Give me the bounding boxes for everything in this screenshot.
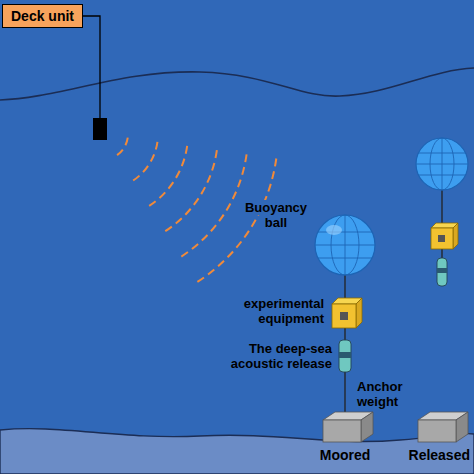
- part-label: The deep-sea acoustic release: [218, 341, 334, 371]
- part-label: Anchor weight: [355, 379, 417, 409]
- sound-wave: [148, 146, 188, 207]
- part-label: experimental equipment: [226, 296, 326, 326]
- seabed: [0, 429, 474, 474]
- sound-wave: [132, 142, 158, 182]
- transducer: [93, 118, 107, 140]
- deck-unit-box: Deck unit: [2, 4, 83, 28]
- sound-wave: [116, 138, 128, 156]
- released-mooring: [416, 138, 468, 442]
- state-label: Released: [400, 448, 470, 463]
- node-label: Deck unit: [11, 8, 74, 24]
- sound-wave: [179, 154, 246, 257]
- state-label: Moored: [310, 448, 380, 463]
- sea-surface: [0, 68, 474, 100]
- part-label: Buoyancy ball: [238, 200, 314, 230]
- deck-cable: [83, 16, 100, 118]
- sound-wave: [163, 150, 216, 232]
